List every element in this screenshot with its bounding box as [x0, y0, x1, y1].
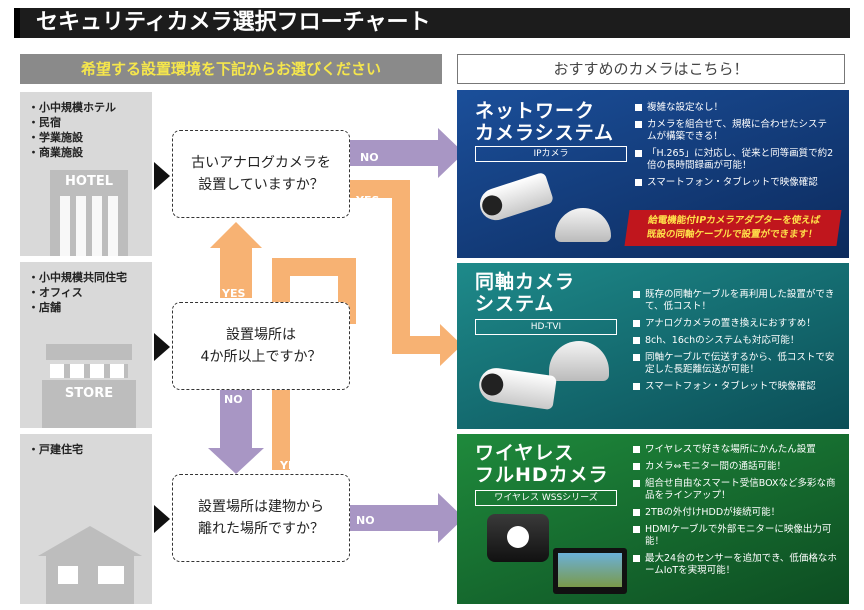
store-sign: STORE: [64, 386, 114, 401]
question-line: 離れた場所ですか？: [198, 521, 324, 537]
label-no: NO: [224, 393, 243, 406]
camera-image-wireless: [487, 514, 549, 562]
question-line: 設置場所は建物から: [198, 499, 324, 515]
question-line: 古いアナログカメラを: [191, 155, 331, 171]
page-title: セキュリティカメラ選択フローチャート: [14, 8, 850, 38]
feature-item: 最大24台のセンサーを追加でき、低価格なホームIoTを実現可能！: [633, 553, 841, 577]
product-subtitle: ワイヤレス WSSシリーズ: [475, 490, 617, 506]
environment-panel-store: ・小中規模共同住宅 ・オフィス ・店舗 STORE: [20, 262, 152, 428]
product-title-coax: 同軸カメラシステム: [475, 271, 576, 315]
environment-panel-house: ・戸建住宅: [20, 434, 152, 604]
environment-item: ・民宿: [28, 116, 61, 129]
product-subtitle: HD-TVI: [475, 319, 617, 335]
feature-list: ワイヤレスで好きな場所にかんたん設置 カメラ⇔モニター間の通話可能！ 組合せ自由…: [633, 444, 841, 582]
hotel-building-icon: HOTEL: [50, 170, 128, 256]
product-panel-coax: 同軸カメラシステム HD-TVI 既存の同軸ケーブルを再利用した設置ができて、低…: [457, 263, 849, 429]
right-header: おすすめのカメラはこちら！: [457, 54, 845, 84]
environment-item: ・商業施設: [28, 146, 83, 159]
question-line: 設置していますか？: [198, 177, 324, 193]
feature-item: スマートフォン・タブレットで映像確認: [635, 177, 835, 189]
feature-item: ワイヤレスで好きな場所にかんたん設置: [633, 444, 841, 456]
label-yes: YES: [222, 287, 246, 300]
arrow-q3-no: [350, 493, 464, 543]
pointer-arrow-icon: [154, 505, 170, 533]
pointer-arrow-icon: [154, 333, 170, 361]
arrow-q2-yes: [210, 222, 262, 298]
feature-item: 複雑な設定なし！: [635, 102, 835, 114]
monitor-image: [553, 548, 627, 594]
house-icon: [38, 526, 142, 604]
arrow-q1-yes: [350, 180, 462, 366]
product-subtitle: IPカメラ: [475, 146, 627, 162]
camera-image-dome-coax: [549, 341, 609, 381]
environment-item: ・オフィス: [28, 286, 83, 299]
environment-item: ・学業施設: [28, 131, 83, 144]
arrow-q1-no: [350, 128, 464, 178]
label-yes: YES: [280, 459, 304, 472]
question-line: 設置場所は: [225, 327, 296, 343]
question-line: 4か所以上ですか？: [200, 349, 322, 365]
feature-item: 8ch、16chのシステムも対応可能！: [633, 335, 841, 347]
feature-item: 組合せ自由なスマート受信BOXなど多彩な商品をラインアップ！: [633, 478, 841, 502]
feature-item: 2TBの外付けHDDが接続可能！: [633, 507, 841, 519]
environment-item: ・戸建住宅: [28, 443, 83, 456]
question-box-analog: 古いアナログカメラを設置していますか？: [172, 130, 350, 218]
pointer-arrow-icon: [154, 162, 170, 190]
environment-item: ・小中規模共同住宅: [28, 271, 127, 284]
feature-item: カメラ⇔モニター間の通話可能！: [633, 461, 841, 473]
environment-item: ・店舗: [28, 301, 61, 314]
product-title-network: ネットワークカメラシステム: [475, 100, 615, 144]
camera-image-dome-ip: [555, 208, 611, 242]
product-panel-wireless: ワイヤレスフルHDカメラ ワイヤレス WSSシリーズ ワイヤレスで好きな場所にか…: [457, 434, 849, 604]
hotel-sign: HOTEL: [65, 174, 113, 189]
label-no: NO: [356, 514, 375, 527]
label-no: NO: [360, 151, 379, 164]
feature-item: 同軸ケーブルで伝送するから、低コストで安定した長距離伝送が可能！: [633, 352, 841, 376]
product-title-wireless: ワイヤレスフルHDカメラ: [475, 442, 609, 486]
feature-list: 既存の同軸ケーブルを再利用した設置ができて、低コスト！ アナログカメラの置き換え…: [633, 289, 841, 398]
environment-item: ・小中規模ホテル: [28, 101, 116, 114]
feature-item: HDMIケーブルで外部モニターに映像出力可能！: [633, 524, 841, 548]
camera-image-bullet-ip: [475, 171, 555, 225]
environment-panel-hotel: ・小中規模ホテル ・民宿 ・学業施設 ・商業施設 HOTEL: [20, 92, 152, 256]
left-header: 希望する設置環境を下記からお選びください: [20, 54, 442, 84]
product-panel-network: ネットワークカメラシステム IPカメラ 複雑な設定なし！ カメラを組合せて、規模…: [457, 90, 849, 258]
label-yes: YES: [356, 194, 380, 207]
arrow-q2-no: [208, 390, 264, 474]
feature-item: スマートフォン・タブレットで映像確認: [633, 381, 841, 393]
question-box-count: 設置場所は 4か所以上ですか？: [172, 302, 350, 390]
feature-item: アナログカメラの置き換えにおすすめ！: [633, 318, 841, 330]
feature-item: 「H.265」に対応し、従来と同等画質で約2倍の長時間録画が可能！: [635, 148, 835, 172]
camera-image-bullet-coax: [477, 365, 557, 411]
feature-item: 既存の同軸ケーブルを再利用した設置ができて、低コスト！: [633, 289, 841, 313]
question-box-distance: 設置場所は建物から離れた場所ですか？: [172, 474, 350, 562]
store-building-icon: STORE: [42, 344, 136, 428]
note-banner: 給電機能付IPカメラアダプターを使えば既設の同軸ケーブルで設置ができます！: [624, 210, 842, 246]
feature-item: カメラを組合せて、規模に合わせたシステムが構築できる！: [635, 119, 835, 143]
feature-list: 複雑な設定なし！ カメラを組合せて、規模に合わせたシステムが構築できる！ 「H.…: [635, 102, 835, 194]
